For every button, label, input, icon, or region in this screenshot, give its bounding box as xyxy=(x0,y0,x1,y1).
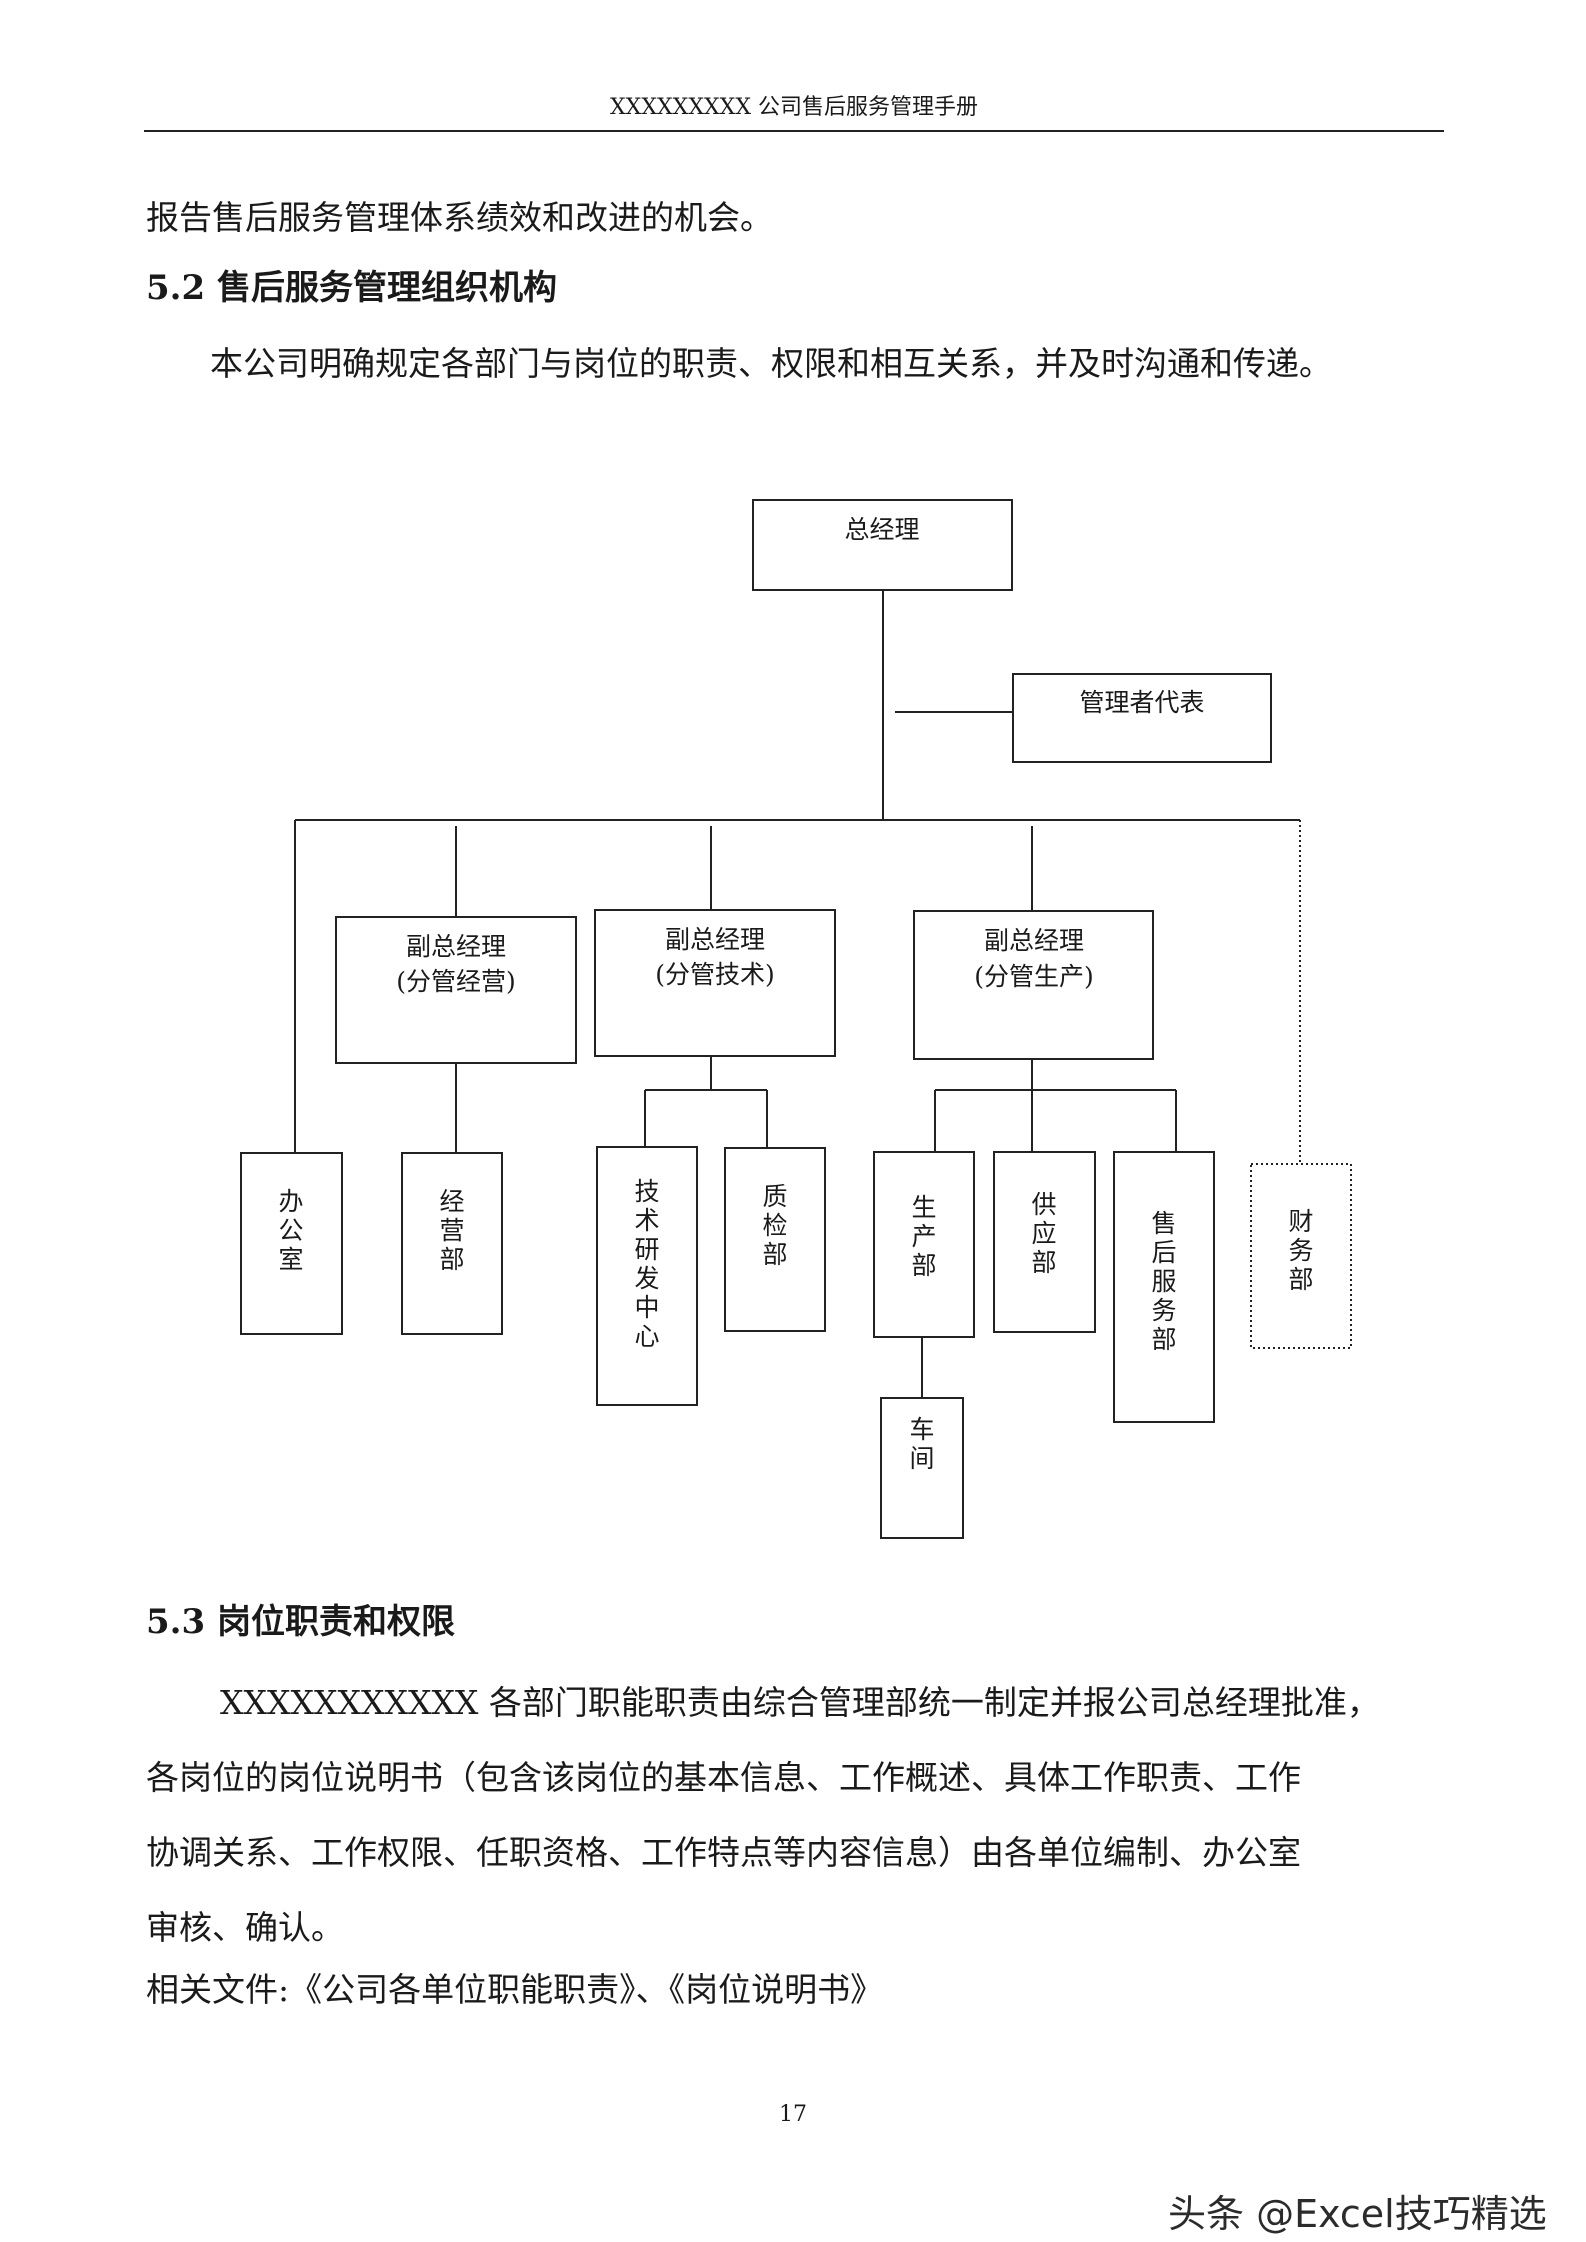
org-node-vp-business xyxy=(335,916,577,1064)
org-node-after-sales xyxy=(1113,1151,1215,1423)
org-label-production: 生产部 xyxy=(911,1193,936,1280)
page-number: 17 xyxy=(779,2102,807,2127)
org-label-general-manager: 总经理 xyxy=(844,515,919,544)
org-node-general-manager xyxy=(752,499,1013,591)
org-node-operations xyxy=(401,1152,503,1335)
org-node-office xyxy=(240,1152,343,1335)
watermark-text: 头条 @Excel技巧精选 xyxy=(1168,2192,1547,2236)
org-label-vp-business-scope: (分管经营) xyxy=(396,967,516,996)
paragraph-job-duties: XXXXXXXXXXX 各部门职能职责由综合管理部统一制定并报公司总经理批准， … xyxy=(146,1665,1446,1965)
org-label-vp-tech-title: 副总经理 xyxy=(665,925,765,954)
section-heading-5-2: 5.2 售后服务管理组织机构 xyxy=(146,268,557,308)
org-label-quality: 质检部 xyxy=(762,1182,787,1269)
org-label-tech-center: 技术研发中心 xyxy=(634,1177,659,1351)
paragraph-continuation: 报告售后服务管理体系绩效和改进的机会。 xyxy=(146,198,773,237)
org-label-after-sales: 售后服务部 xyxy=(1151,1209,1176,1354)
org-label-operations: 经营部 xyxy=(439,1187,464,1274)
org-label-supply: 供应部 xyxy=(1031,1190,1056,1277)
org-node-management-rep xyxy=(1012,673,1272,763)
org-label-vp-tech-scope: (分管技术) xyxy=(655,960,775,989)
org-label-office: 办公室 xyxy=(278,1187,303,1274)
paragraph-job-duties-line-2: 各岗位的岗位说明书（包含该岗位的基本信息、工作概述、具体工作职责、工作 xyxy=(146,1758,1301,1797)
section-heading-5-3: 5.3 岗位职责和权限 xyxy=(146,1602,455,1642)
org-node-production xyxy=(873,1151,975,1338)
related-documents: 相关文件:《公司各单位职能职责》、《岗位说明书》 xyxy=(146,1970,884,2009)
paragraph-org-intro: 本公司明确规定各部门与岗位的职责、权限和相互关系，并及时沟通和传递。 xyxy=(210,344,1332,383)
org-node-vp-production xyxy=(913,910,1154,1060)
org-node-workshop xyxy=(880,1397,964,1539)
header-divider xyxy=(144,130,1444,132)
org-node-finance xyxy=(1250,1163,1352,1349)
org-label-vp-production-scope: (分管生产) xyxy=(974,962,1094,991)
org-node-supply xyxy=(993,1151,1096,1333)
paragraph-job-duties-line-3: 协调关系、工作权限、任职资格、工作特点等内容信息）由各单位编制、办公室 xyxy=(146,1833,1301,1872)
org-label-vp-production-title: 副总经理 xyxy=(984,926,1084,955)
org-node-quality xyxy=(724,1147,826,1332)
org-label-management-rep: 管理者代表 xyxy=(1079,688,1204,717)
paragraph-job-duties-line-4: 审核、确认。 xyxy=(146,1908,344,1947)
org-label-workshop: 车间 xyxy=(909,1415,934,1473)
org-label-finance: 财务部 xyxy=(1288,1207,1313,1294)
page-header: XXXXXXXXX 公司售后服务管理手册 xyxy=(610,95,978,120)
org-node-tech-center xyxy=(596,1146,698,1406)
org-label-vp-business-title: 副总经理 xyxy=(406,932,506,961)
paragraph-job-duties-line-1: XXXXXXXXXXX 各部门职能职责由综合管理部统一制定并报公司总经理批准， xyxy=(220,1683,1380,1722)
org-node-vp-tech xyxy=(594,909,836,1057)
